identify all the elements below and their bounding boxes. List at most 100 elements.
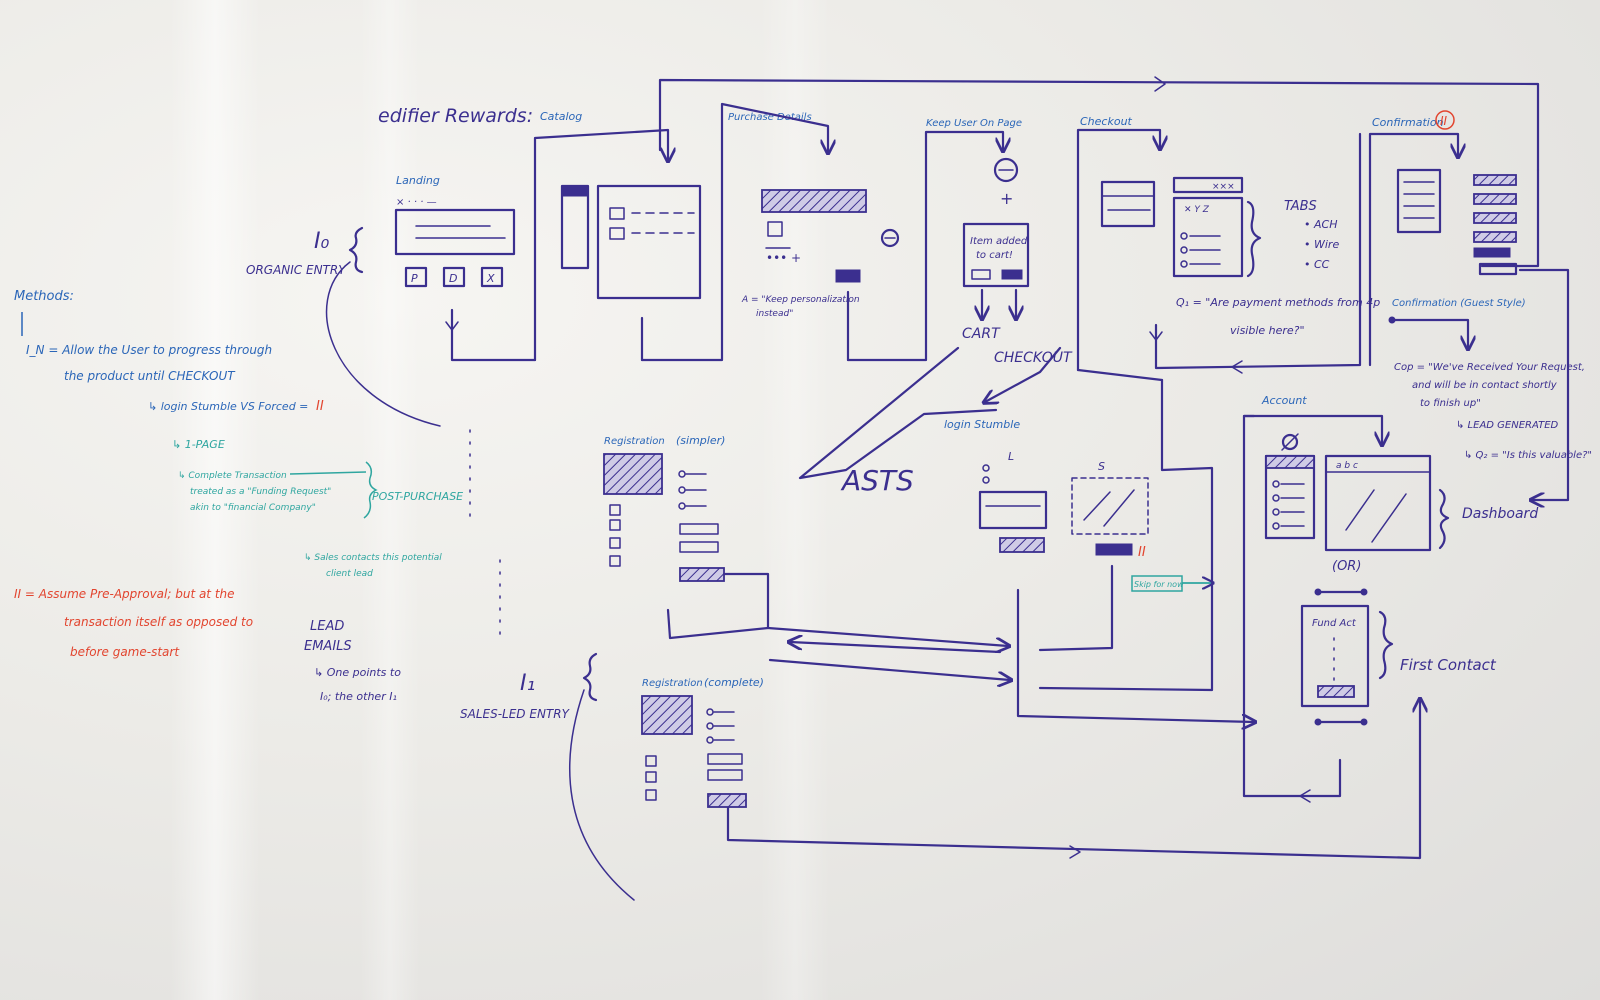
catalog-label: Catalog [540,110,582,123]
keep-connector [846,130,1003,362]
landing-out-line [450,308,537,362]
cart-label: CART [962,326,1001,342]
purchase-connector [640,102,828,362]
method-1-line1: I_N = Allow the User to progress through [26,343,272,357]
purchase-add-button[interactable] [835,269,861,283]
login-vs-forced: ↳ login Stumble VS Forced = [148,400,308,413]
account-top-line [1242,414,1382,444]
continue-button[interactable] [971,269,991,280]
reg-complete-submit[interactable] [707,793,747,808]
signup-button[interactable] [1095,543,1133,556]
account-screen: Account a b c Dashboard (OR) Fund Act Fi… [1242,394,1538,803]
item-added-modal [962,222,1030,288]
catalog-connector [533,128,668,362]
checkout-modal-button[interactable] [1001,269,1023,280]
light-glare [760,0,830,1000]
page-title: edifier Rewards: [378,105,533,127]
first-contact-label: First Contact [1400,656,1497,674]
sales-led-entry-label: SALES-LED ENTRY [460,707,571,721]
svg-text:a b c: a b c [1336,461,1358,471]
confirmation-primary-button[interactable] [1473,247,1511,258]
registration-complete: Registration (complete) [641,676,1420,860]
one-page-label: ↳ 1-PAGE [172,438,225,451]
dashboard-brace [1438,488,1450,550]
confirmation-guest-label: Confirmation (Guest Style) [1392,298,1526,309]
purchase-screen: ••• + A = "Keep personalization instead" [741,189,900,362]
ii-note-line3: before game-start [70,645,180,659]
organic-curve [325,261,441,427]
complete-label: (complete) [704,676,764,689]
q1-line2: visible here?" [1230,324,1305,337]
ii-circle [1435,110,1455,130]
or-label: (OR) [1332,559,1361,574]
tab-wire: • Wire [1304,238,1339,251]
ii-marker: II [1138,545,1146,560]
purchase-banner [761,189,867,213]
landing-label: Landing [396,174,440,187]
fund-act-panel [1300,604,1370,708]
landing-button-x[interactable] [480,266,504,288]
keep-user-label: Keep User On Page [926,118,1022,129]
complete-txn-line1: ↳ Complete Transaction [178,471,287,481]
registration-complete-label: Registration [642,678,703,689]
organic-entry-label: ORGANIC ENTRY [246,263,347,277]
account-circle-icon [1281,433,1299,451]
checkout-label: Checkout [1080,115,1133,128]
svg-text:✕ Y Z: ✕ Y Z [1184,205,1210,215]
i1-label: I₁ [520,671,535,696]
lead-emails-line2: EMAILS [304,639,352,654]
svg-text:+: + [1000,189,1013,208]
checkout-screen: ××× ✕ Y Z TABS • ACH • Wire • CC Q₁ = "A… [1100,132,1380,374]
catalog-frame [596,184,702,300]
checkout-summary [1100,180,1156,228]
svg-text:×××: ××× [1212,182,1235,192]
item-added-line2: to cart! [976,250,1013,261]
dotted-divider [469,429,501,641]
tab-cc: • CC [1304,258,1330,271]
catalog-screen [560,184,702,362]
login-stumble-label: login Stumble [944,418,1020,431]
quantity-minus-icon[interactable] [880,228,900,248]
confirmation-screen: Confirmation (Guest Style) Cop = "We've … [1388,168,1592,500]
post-purchase-label: POST-PURCHASE [372,490,463,503]
reg-simple-out [666,572,770,640]
organic-entry: I₀ ORGANIC ENTRY [246,226,441,427]
q2-note: ↳ Q₂ = "Is this valuable?" [1464,450,1592,461]
complete-txn-line2: treated as a "Funding Request" [190,487,331,497]
lead-generated: ↳ LEAD GENERATED [1456,420,1559,431]
lead-emails-note2: I₀; the other I₁ [320,690,397,703]
i0-brace [348,226,364,274]
login-submit-button[interactable] [999,537,1045,553]
confirmation-label: Confirmation [1372,116,1444,129]
sales-led-entry: I₁ SALES-LED ENTRY [460,429,635,901]
landing-button-d-label: D [449,272,457,285]
i1-brace [582,652,598,702]
screen-labels: Landing Catalog Purchase Details Keep Us… [396,110,1455,187]
login-form [978,490,1048,530]
sales-note-line2: client lead [326,569,373,579]
account-label: Account [1261,394,1307,407]
fund-act-label: Fund Act [1312,618,1357,629]
sales-led-curve [569,689,635,901]
login-vs-ii: II [316,399,324,414]
a-note-line2: instead" [756,309,793,319]
registration-simpler-label: Registration [604,436,665,447]
landing-frame [394,208,516,256]
light-glare [170,0,260,1000]
ii-note-line2: transaction itself as opposed to [64,615,253,629]
q1-line1: Q₁ = "Are payment methods from 4p [1176,296,1380,309]
lead-emails-note1: ↳ One points to [314,666,401,679]
confirmation-secondary-button[interactable] [1478,262,1518,276]
confirmation-connector [1368,132,1458,367]
landing-screen: × · · · — P D X [394,197,537,362]
login-to-account-line [1016,588,1254,722]
item-added-line1: Item added [970,236,1028,247]
i0-label: I₀ [314,229,329,254]
landing-button-p[interactable] [404,266,428,288]
tab-ach: • ACH [1304,218,1337,231]
landing-button-d[interactable] [442,266,466,288]
fund-act-button[interactable] [1317,685,1355,698]
reg-simple-submit[interactable] [679,567,725,582]
purchase-details-label: Purchase Details [728,112,812,123]
